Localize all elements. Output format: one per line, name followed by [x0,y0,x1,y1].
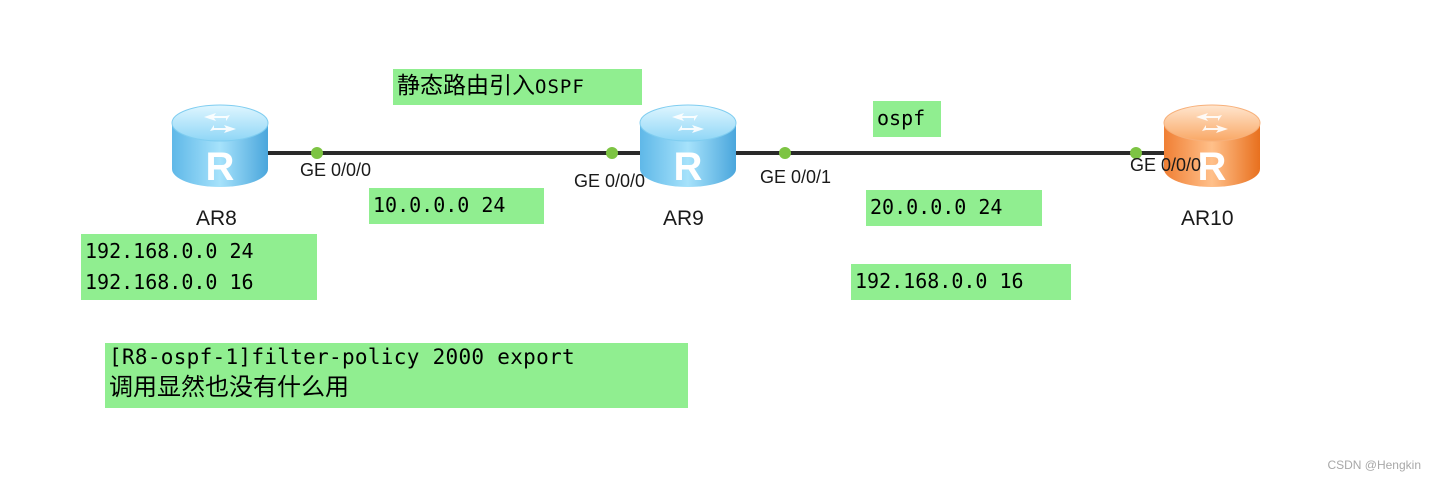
note-link1-network: 10.0.0.0 24 [369,188,544,224]
router-icon: R [171,104,269,189]
port-dot-ar9-left [606,147,618,159]
router-ar10[interactable]: R [1162,103,1262,191]
router-ar8[interactable]: R [170,103,270,191]
watermark-text: CSDN @Hengkin [1327,458,1421,472]
note-filter-comment: 调用显然也没有什么用 [109,373,349,401]
note-filter-command: [R8-ospf-1]filter-policy 2000 export [109,345,575,369]
router-icon: R [639,104,737,189]
router-icon: R [1163,104,1261,189]
note-link2-network: 20.0.0.0 24 [866,190,1042,226]
note-filter-policy: [R8-ospf-1]filter-policy 2000 export 调用显… [105,343,688,408]
svg-text:R: R [674,145,703,189]
device-label-ar9: AR9 [663,207,704,230]
port-dot-ar9-right [779,147,791,159]
device-label-ar8: AR8 [196,207,237,230]
port-label-ar9-left: GE 0/0/0 [574,171,646,191]
svg-text:R: R [1198,145,1227,189]
note-ospf: ospf [873,101,941,137]
port-dot-ar10 [1130,147,1142,159]
svg-text:R: R [206,145,235,189]
note-static-import-suffix: OSPF [535,76,585,98]
port-label-ar8: GE 0/0/0 [300,160,372,180]
note-ar8-network-2: 192.168.0.0 16 [85,270,254,294]
note-ar8-network-1: 192.168.0.0 24 [85,239,254,263]
router-ar9[interactable]: R [638,103,738,191]
note-static-import-text: 静态路由引入 [397,73,535,99]
note-ar10-network: 192.168.0.0 16 [851,264,1071,300]
note-static-import: 静态路由引入OSPF [393,69,642,105]
port-dot-ar8 [311,147,323,159]
port-label-ar10: GE 0/0/0 [1130,155,1202,175]
device-label-ar10: AR10 [1181,207,1234,230]
port-label-ar9-right: GE 0/0/1 [760,167,832,187]
note-ar8-networks: 192.168.0.0 24 192.168.0.0 16 [81,234,317,300]
